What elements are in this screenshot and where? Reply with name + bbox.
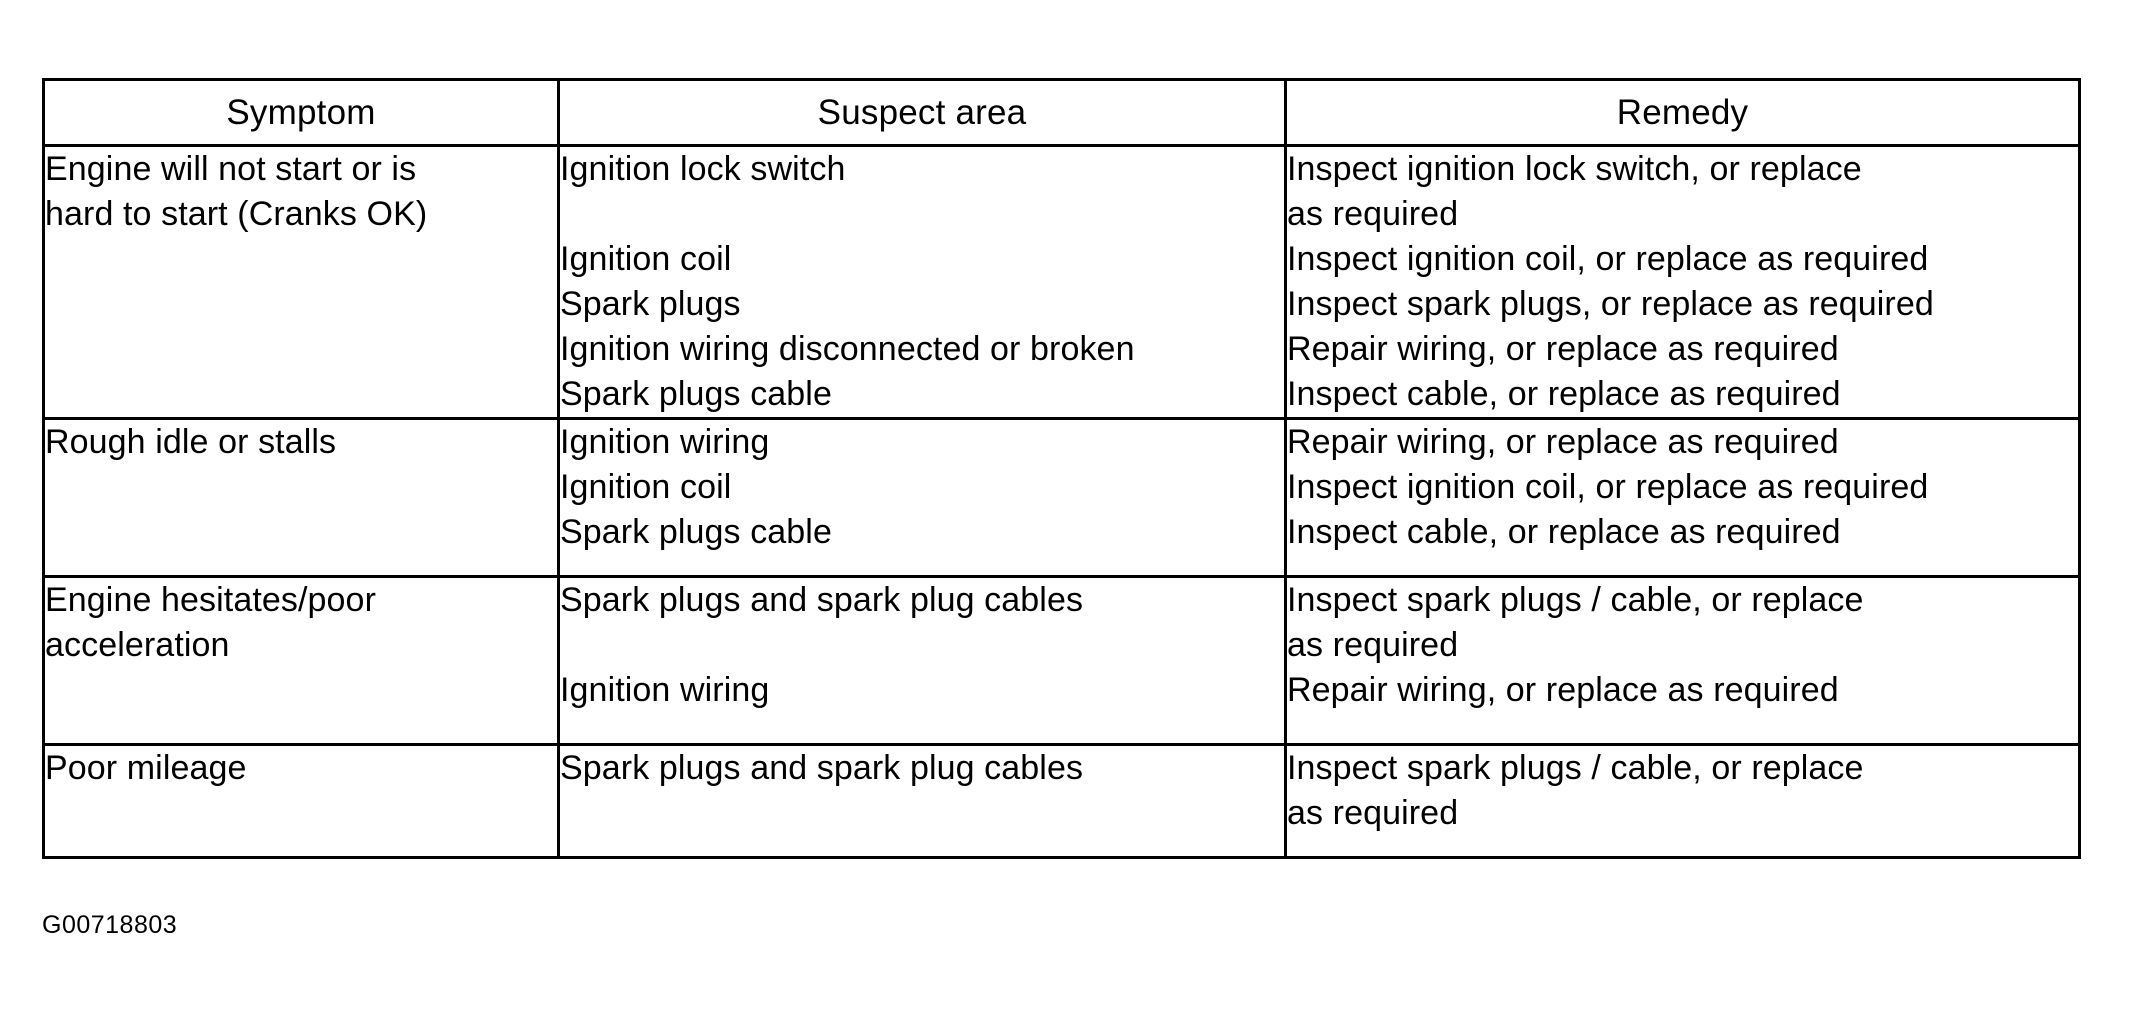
suspect-area-line: Ignition coil: [560, 240, 732, 278]
symptom-line: acceleration: [45, 626, 230, 664]
cell-remedy: Inspect ignition lock switch, or replace…: [1284, 144, 2081, 420]
cell-symptom: Engine hesitates/poor acceleration: [42, 575, 560, 746]
cell-suspect-area: Spark plugs and spark plug cables: [557, 743, 1287, 859]
cell-remedy: Inspect spark plugs / cable, or replace …: [1284, 575, 2081, 746]
column-header-symptom-label: Symptom: [226, 93, 376, 132]
column-header-symptom: Symptom: [42, 78, 560, 147]
cell-suspect-area: Ignition wiring Ignition coil Spark plug…: [557, 417, 1287, 578]
symptom-line: Rough idle or stalls: [45, 423, 337, 461]
cell-remedy: Inspect spark plugs / cable, or replace …: [1284, 743, 2081, 859]
remedy-line: Inspect spark plugs / cable, or replace: [1287, 749, 1864, 787]
table-header: Symptom Suspect area Remedy: [42, 78, 2081, 147]
suspect-area-line: Ignition wiring: [560, 671, 770, 709]
remedy-line: Repair wiring, or replace as required: [1287, 330, 1839, 368]
column-header-remedy: Remedy: [1284, 78, 2081, 147]
remedy-line: Inspect spark plugs, or replace as requi…: [1287, 285, 1934, 323]
remedy-line: Inspect spark plugs / cable, or replace: [1287, 581, 1864, 619]
symptom-line: Engine hesitates/poor: [45, 581, 376, 619]
symptom-line: Engine will not start or is: [45, 150, 417, 188]
suspect-area-line: Spark plugs and spark plug cables: [560, 581, 1084, 619]
table-row: Engine will not start or is hard to star…: [42, 144, 2081, 420]
table-row: Rough idle or stalls Ignition wiring Ign…: [42, 417, 2081, 578]
remedy-line: Repair wiring, or replace as required: [1287, 671, 1839, 709]
suspect-area-line: Ignition coil: [560, 468, 732, 506]
cell-suspect-area: Spark plugs and spark plug cables Igniti…: [557, 575, 1287, 746]
column-header-remedy-label: Remedy: [1616, 93, 1749, 132]
cell-suspect-area: Ignition lock switch Ignition coil Spark…: [557, 144, 1287, 420]
remedy-line: Repair wiring, or replace as required: [1287, 423, 1839, 461]
remedy-line: Inspect ignition coil, or replace as req…: [1287, 468, 1929, 506]
column-header-suspect-area: Suspect area: [557, 78, 1287, 147]
table-header-row: Symptom Suspect area Remedy: [42, 78, 2081, 147]
cell-symptom: Rough idle or stalls: [42, 417, 560, 578]
cell-symptom: Poor mileage: [42, 743, 560, 859]
suspect-area-line: Spark plugs: [560, 285, 741, 323]
table-row: Engine hesitates/poor acceleration Spark…: [42, 575, 2081, 746]
table-row: Poor mileage Spark plugs and spark plug …: [42, 743, 2081, 859]
remedy-line: Inspect cable, or replace as required: [1287, 375, 1841, 413]
suspect-area-line: Ignition wiring disconnected or broken: [560, 330, 1135, 368]
remedy-line: as required: [1287, 626, 1459, 664]
suspect-area-line: Ignition wiring: [560, 423, 770, 461]
remedy-line: as required: [1287, 195, 1459, 233]
suspect-area-line: Spark plugs cable: [560, 513, 832, 551]
remedy-line: Inspect ignition lock switch, or replace: [1287, 150, 1862, 188]
cell-symptom: Engine will not start or is hard to star…: [42, 144, 560, 420]
remedy-line: as required: [1287, 794, 1459, 832]
symptom-line: hard to start (Cranks OK): [45, 195, 428, 233]
table-body: Engine will not start or is hard to star…: [42, 144, 2081, 859]
troubleshooting-table-container: Symptom Suspect area Remedy Engine will …: [42, 78, 2081, 859]
remedy-line: Inspect ignition coil, or replace as req…: [1287, 240, 1929, 278]
column-header-suspect-area-label: Suspect area: [817, 93, 1027, 132]
symptom-line: Poor mileage: [45, 749, 247, 787]
remedy-line: Inspect cable, or replace as required: [1287, 513, 1841, 551]
suspect-area-line: Spark plugs cable: [560, 375, 832, 413]
suspect-area-line: Ignition lock switch: [560, 150, 846, 188]
cell-remedy: Repair wiring, or replace as required In…: [1284, 417, 2081, 578]
troubleshooting-table: Symptom Suspect area Remedy Engine will …: [42, 78, 2081, 859]
suspect-area-line: Spark plugs and spark plug cables: [560, 749, 1084, 787]
figure-id-caption: G00718803: [42, 911, 178, 939]
